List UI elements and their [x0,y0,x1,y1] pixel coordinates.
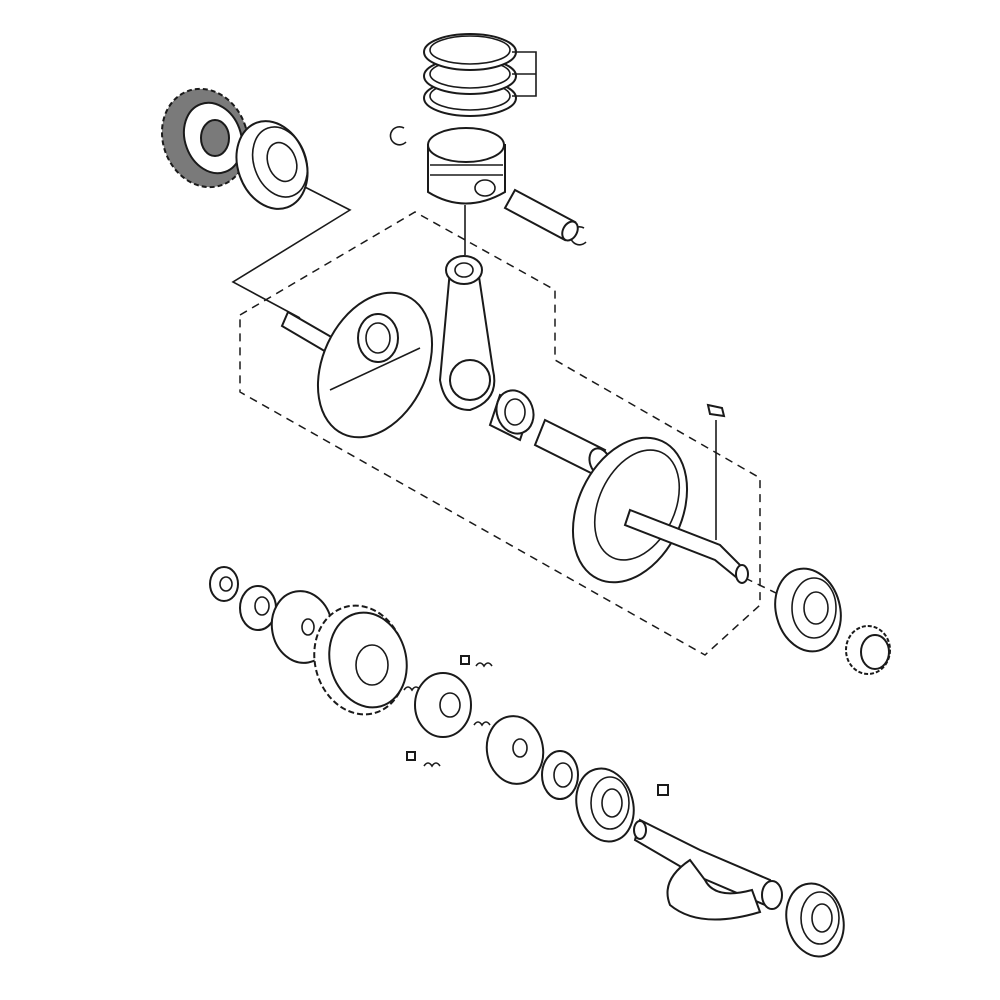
ball-bearing-end [785,882,845,958]
crank-half-right [571,436,749,584]
damper-hub [414,672,472,738]
lock-washer [239,585,277,631]
piston-rings [423,33,537,117]
piston-pin [503,188,579,242]
circlip-left [389,125,407,146]
spacer [541,750,579,800]
leader-line-bearing-right [744,577,781,596]
crank-half-left [280,291,434,439]
washer-large [485,715,545,785]
nut [209,566,239,602]
drive-gear [160,87,250,189]
key-lower [657,784,669,796]
crankshaft-lower [633,818,783,921]
connecting-rod [438,255,496,412]
woodruff-key [706,403,726,418]
ball-bearing-left [235,120,309,210]
needle-bearing [488,389,535,442]
piston [427,127,506,205]
timing-gear-small [845,625,891,675]
crankshaft-assembly-boundary [239,211,761,656]
pins-and-springs [403,655,493,768]
ball-bearing-lower [575,767,635,843]
primary-drive-gear [313,604,408,716]
ball-bearing-right [774,567,842,653]
leader-line-bearing [231,181,352,319]
